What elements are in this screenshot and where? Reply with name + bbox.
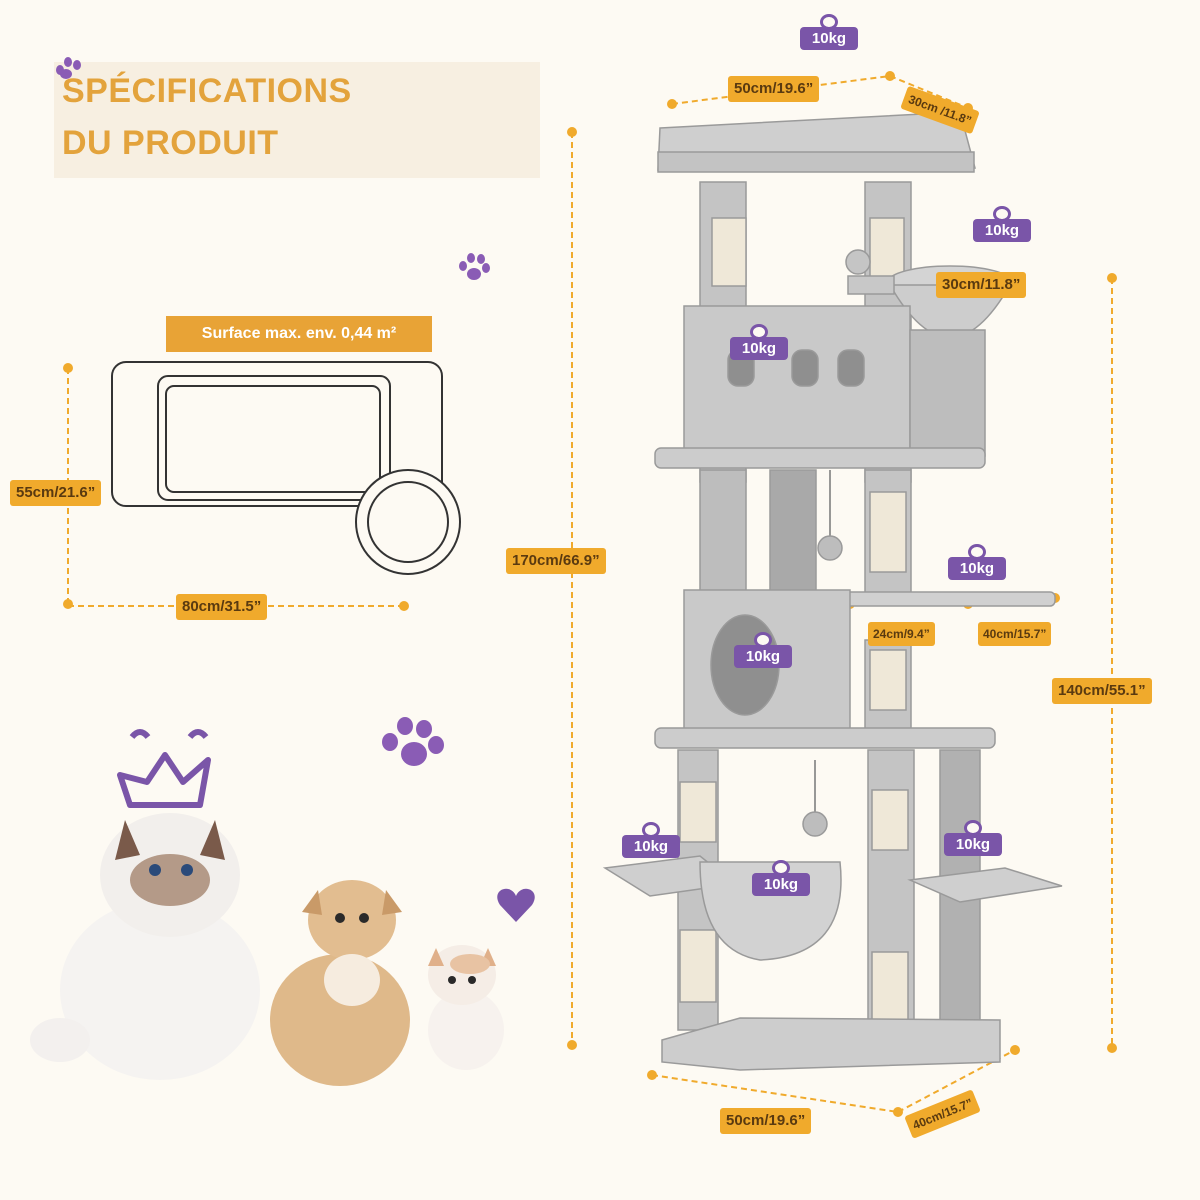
perch-width-label: 40cm/15.7” [978,622,1052,646]
cat-tree [602,111,1063,1071]
weight-perch-label: 10kg [948,557,1006,580]
weight-left-platform-label: 10kg [622,835,680,858]
footprint-depth-label: 55cm/21.6” [10,480,102,506]
perch-length-label: 24cm/9.4” [868,622,935,646]
weight-hammock-label: 10kg [752,873,810,896]
weight-top-label: 10kg [800,27,858,50]
weight-icon-perch: 10kg [948,544,1006,580]
weight-icon-upper-condo: 10kg [730,324,788,360]
weight-right-platform-label: 10kg [944,833,1002,856]
total-height-label: 170cm/66.9” [506,548,606,574]
title-line-2: DU PRODUIT [62,124,279,162]
crown-icon [117,729,211,808]
weight-icon-lower-condo: 10kg [734,632,792,668]
paw-icon [459,253,490,280]
top-width-label: 50cm/19.6” [728,76,820,102]
paw-icon [56,57,81,79]
title-line-1: SPÉCIFICATIONS [62,72,352,110]
base-width-label: 50cm/19.6” [720,1108,812,1134]
surface-label: Surface max. env. 0,44 m² [166,316,432,352]
weight-basket-label: 10kg [973,219,1031,242]
tabby-cat [270,880,410,1086]
footprint-outline [111,361,461,575]
weight-icon-left-platform: 10kg [622,822,680,858]
basket-width-label: 30cm/11.8” [936,272,1027,298]
weight-lower-condo-label: 10kg [734,645,792,668]
platform-height-label: 140cm/55.1” [1052,678,1152,704]
ragdoll-cat [30,813,260,1080]
title-box [54,62,540,178]
footprint-width-label: 80cm/31.5” [176,594,268,620]
weight-icon-hammock: 10kg [752,860,810,896]
paw-icon [382,717,444,766]
kitten [428,945,504,1070]
weight-icon-right-platform: 10kg [944,820,1002,856]
weight-icon-top: 10kg [800,14,858,50]
weight-icon-basket: 10kg [973,206,1031,242]
heart-icon [497,888,535,922]
weight-upper-condo-label: 10kg [730,337,788,360]
